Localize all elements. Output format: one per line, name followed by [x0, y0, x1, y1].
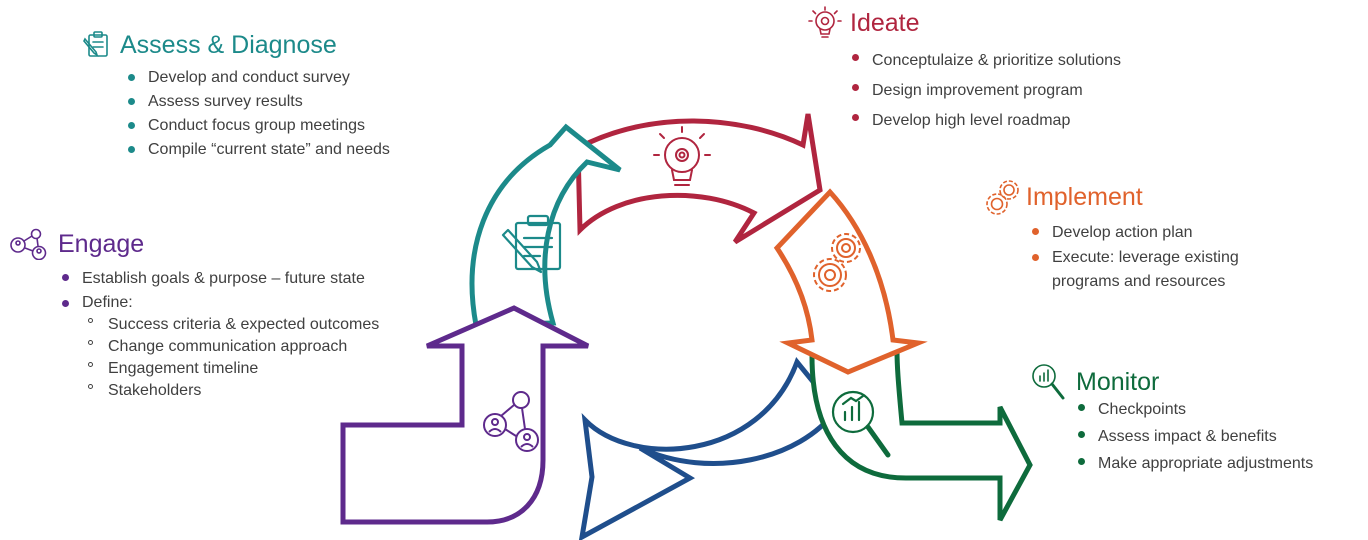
sub-list-item: Change communication approach — [60, 336, 379, 358]
list-item: Assess impact & benefits — [1076, 423, 1313, 450]
list-item: Develop action plan — [1030, 220, 1280, 246]
engage-arrow — [340, 305, 590, 525]
monitor-block: Monitor Checkpoints Assess impact & bene… — [1030, 362, 1313, 477]
list-item: Checkpoints — [1076, 396, 1313, 423]
magnifier-chart-icon — [1032, 364, 1065, 400]
ideate-arrow — [575, 113, 823, 245]
list-item: Assess survey results — [126, 90, 390, 114]
list-item: Compile “current state” and needs — [126, 138, 390, 162]
ideate-list: Conceptulaize & prioritize solutions Des… — [850, 46, 1121, 136]
lightbulb-gear-icon — [808, 6, 842, 38]
list-item: Design improvement program — [850, 76, 1121, 106]
magnifier-chart-icon — [831, 390, 891, 458]
list-item: Conceptulaize & prioritize solutions — [850, 46, 1121, 76]
assess-title: Assess & Diagnose — [120, 31, 337, 59]
monitor-title: Monitor — [1076, 368, 1160, 396]
return-arrow — [578, 357, 840, 540]
implement-title: Implement — [1026, 183, 1143, 211]
clipboard-icon — [501, 214, 562, 274]
list-item: Develop high level roadmap — [850, 106, 1121, 136]
lightbulb-gear-icon — [653, 126, 711, 186]
ideate-title: Ideate — [850, 9, 920, 37]
sub-list-item: Success criteria & expected outcomes — [60, 314, 379, 336]
implement-block: Implement Develop action plan Execute: l… — [984, 178, 1280, 294]
list-item: Develop and conduct survey — [126, 66, 390, 90]
engage-list: Establish goals & purpose – future state… — [60, 266, 379, 402]
sub-list-item: Engagement timeline — [60, 358, 379, 380]
list-item: Make appropriate adjustments — [1076, 450, 1313, 477]
list-item: Define: — [60, 292, 379, 314]
gears-icon — [813, 233, 861, 292]
implement-arrow — [773, 188, 928, 375]
implement-list: Develop action plan Execute: leverage ex… — [1030, 220, 1280, 294]
engage-title: Engage — [58, 230, 145, 258]
list-item: Execute: leverage existing programs and … — [1030, 246, 1280, 294]
monitor-list: Checkpoints Assess impact & benefits Mak… — [1076, 396, 1313, 477]
network-people-icon — [483, 391, 539, 452]
sub-list-item: Stakeholders — [60, 380, 379, 402]
assess-list: Develop and conduct survey Assess survey… — [126, 66, 390, 162]
engage-block: Engage Establish goals & purpose – futur… — [8, 228, 379, 402]
monitor-arrow — [809, 347, 1033, 522]
list-item: Conduct focus group meetings — [126, 114, 390, 138]
gears-icon — [986, 180, 1019, 215]
clipboard-icon — [83, 31, 108, 57]
assess-block: Assess & Diagnose Develop and conduct su… — [82, 30, 390, 162]
network-people-icon — [10, 228, 47, 260]
ideate-block: Ideate Conceptulaize & prioritize soluti… — [808, 6, 1121, 136]
list-item: Establish goals & purpose – future state — [60, 266, 379, 292]
